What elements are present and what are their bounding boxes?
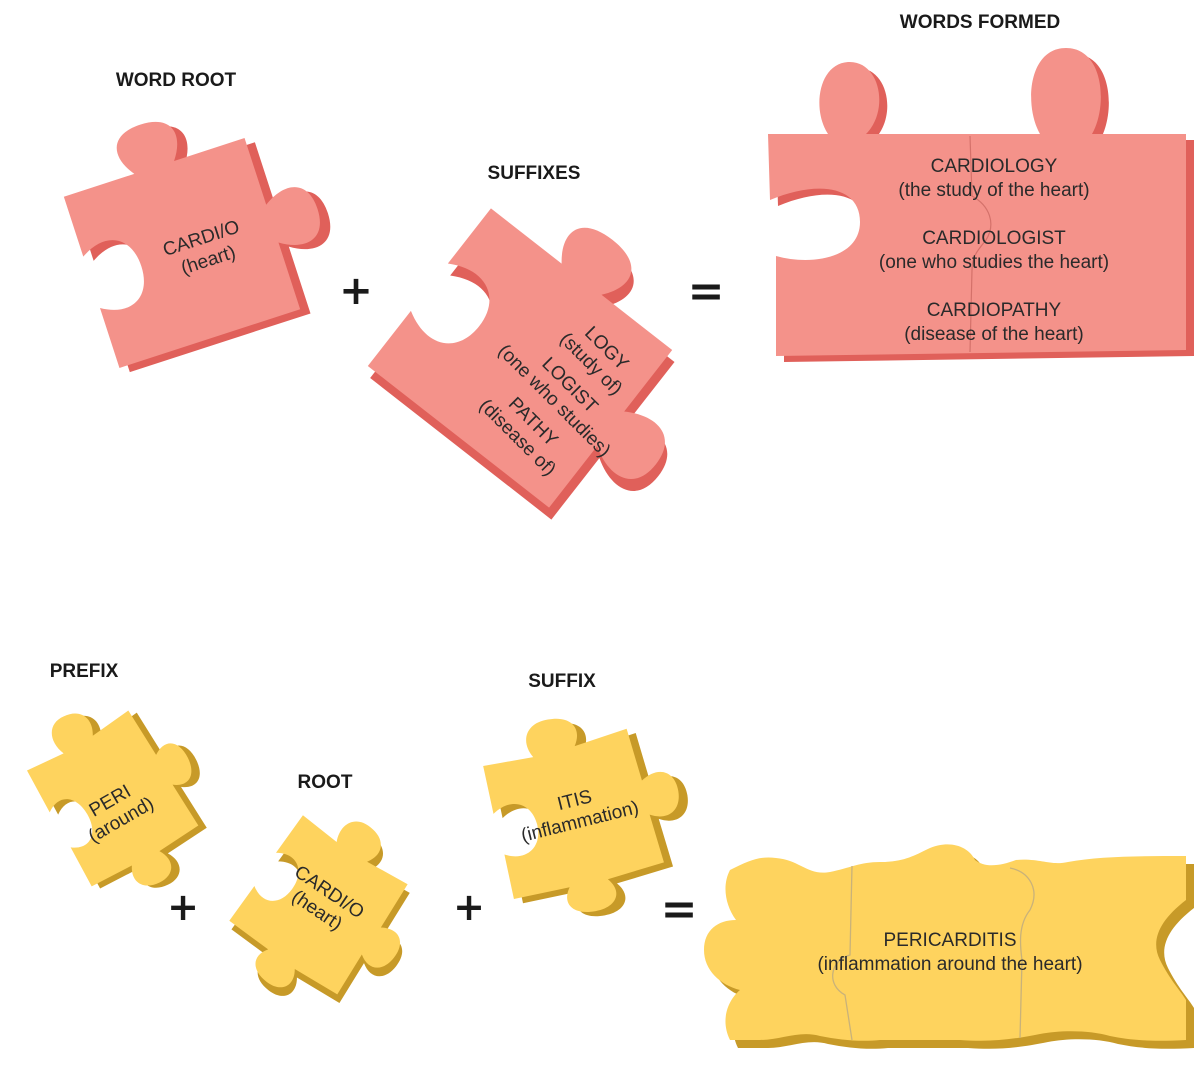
word-root-heading: WORD ROOT xyxy=(116,70,237,91)
result-term: PERICARDITIS xyxy=(883,930,1016,951)
prefix-heading: PREFIX xyxy=(50,661,119,682)
formed-term-cardiology: CARDIOLOGY xyxy=(931,156,1058,177)
plus-sign-2: + xyxy=(453,885,485,929)
suffixes-heading: SUFFIXES xyxy=(488,163,581,184)
piece-seam xyxy=(969,135,992,353)
equals-sign: = xyxy=(688,266,725,317)
formed-term-cardiologist: CARDIOLOGIST xyxy=(922,228,1066,249)
plus-sign-1: + xyxy=(167,885,199,929)
equals-sign-bottom: = xyxy=(661,884,698,935)
plus-sign: + xyxy=(339,268,373,314)
formed-meaning-cardiology: (the study of the heart) xyxy=(898,180,1089,201)
result-piece xyxy=(704,844,1194,1049)
result-label: PERICARDITIS (inflammation around the he… xyxy=(817,930,1082,975)
suffix-heading: SUFFIX xyxy=(528,671,596,692)
words-formed-labels: CARDIOLOGY (the study of the heart) CARD… xyxy=(879,156,1109,345)
formed-meaning-cardiologist: (one who studies the heart) xyxy=(879,252,1109,273)
words-formed-heading: WORDS FORMED xyxy=(900,12,1060,33)
result-meaning: (inflammation around the heart) xyxy=(817,954,1082,975)
root-heading: ROOT xyxy=(298,772,353,793)
result-seam-right xyxy=(1009,867,1035,1039)
formed-meaning-cardiopathy: (disease of the heart) xyxy=(904,324,1084,345)
words-formed-piece xyxy=(768,48,1194,362)
formed-term-cardiopathy: CARDIOPATHY xyxy=(927,300,1062,321)
result-seam-left xyxy=(832,865,853,1041)
